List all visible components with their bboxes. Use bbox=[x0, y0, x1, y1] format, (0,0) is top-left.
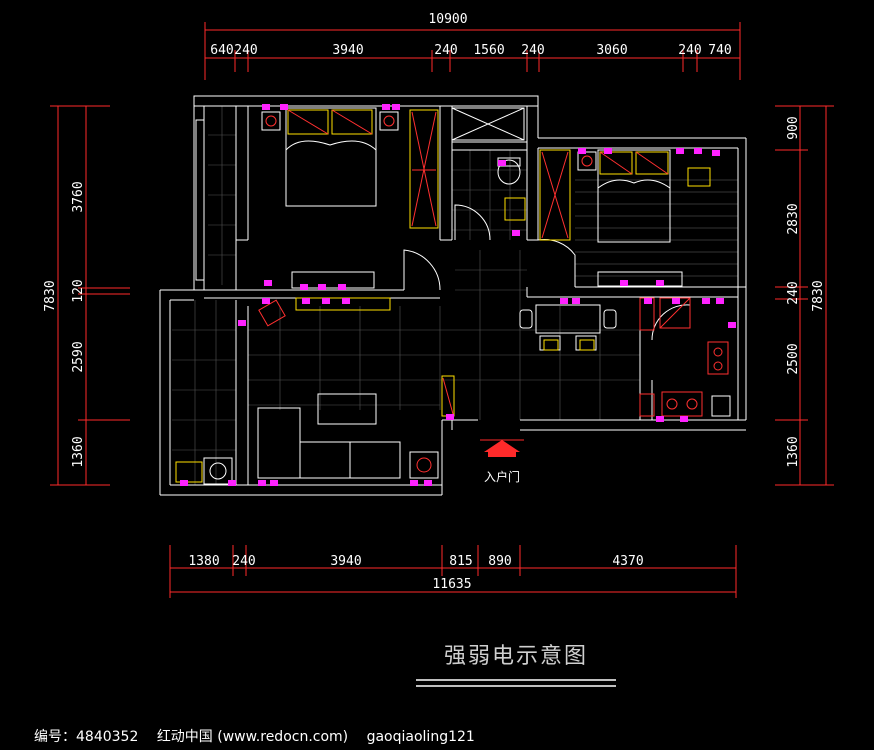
footer-watermark: 编号：4840352 红动中国 (www.redocn.com) gaoqiao… bbox=[34, 726, 489, 746]
bottom-dim-0: 1380 bbox=[188, 554, 219, 569]
left-dim-2: 2590 bbox=[71, 341, 86, 372]
floor-tile-grids bbox=[172, 106, 738, 485]
living-room-furniture bbox=[257, 297, 455, 479]
top-dimension-chain: 10900 640 240 3940 240 1560 240 3060 240… bbox=[204, 12, 741, 80]
bathroom-fixtures bbox=[451, 107, 526, 221]
footer-author: gaoqiaoling121 bbox=[366, 729, 475, 745]
right-dim-3: 2500 bbox=[786, 343, 801, 374]
kitchen-fixtures bbox=[639, 297, 731, 417]
footer-site: 红动中国 (www.redocn.com) bbox=[156, 729, 349, 745]
right-dim-4: 1360 bbox=[786, 436, 801, 467]
master-bedroom-furniture bbox=[261, 107, 439, 289]
left-dim-0: 3760 bbox=[71, 181, 86, 212]
top-dim-7: 240 bbox=[678, 43, 701, 58]
top-dim-0: 640 bbox=[210, 43, 233, 58]
right-dim-2: 240 bbox=[786, 281, 801, 304]
entry-door-label: 入户门 bbox=[484, 470, 521, 484]
diagram-title: 强弱电示意图 bbox=[444, 644, 589, 669]
entry-door-arrow-icon bbox=[480, 439, 524, 457]
top-dim-1: 240 bbox=[234, 43, 257, 58]
footer-id: 编号：4840352 bbox=[34, 729, 139, 745]
right-dim-1: 2830 bbox=[786, 203, 801, 234]
right-dimension-chain: 900 2830 240 2500 1360 7830 bbox=[775, 105, 834, 486]
bottom-dim-1: 240 bbox=[232, 554, 255, 569]
top-dim-3: 240 bbox=[434, 43, 457, 58]
title-underline-top bbox=[416, 679, 616, 681]
top-dim-5: 240 bbox=[521, 43, 544, 58]
left-dim-3: 1360 bbox=[71, 436, 86, 467]
top-dim-4: 1560 bbox=[473, 43, 504, 58]
bottom-dim-3: 815 bbox=[449, 554, 472, 569]
left-dim-1: 120 bbox=[71, 279, 86, 302]
bottom-dim-2: 3940 bbox=[330, 554, 361, 569]
walls bbox=[159, 95, 747, 496]
balcony-fixtures bbox=[175, 119, 233, 485]
bottom-total-dim: 11635 bbox=[432, 577, 471, 592]
top-dim-6: 3060 bbox=[596, 43, 627, 58]
bottom-dimension-chain: 1380 240 3940 815 890 4370 11635 bbox=[169, 545, 737, 598]
bottom-dim-4: 890 bbox=[488, 554, 511, 569]
bottom-dim-5: 4370 bbox=[612, 554, 643, 569]
dining-furniture bbox=[519, 304, 617, 351]
title-underline-bottom bbox=[416, 685, 616, 687]
top-total-dim: 10900 bbox=[428, 12, 467, 27]
left-dimension-chain: 7830 3760 120 2590 1360 bbox=[43, 105, 130, 486]
left-total-dim: 7830 bbox=[43, 280, 58, 311]
electrical-socket-markers bbox=[180, 104, 736, 486]
top-dim-8: 740 bbox=[708, 43, 731, 58]
right-total-dim: 7830 bbox=[811, 280, 826, 311]
second-bedroom-furniture bbox=[539, 149, 711, 287]
right-dim-0: 900 bbox=[786, 116, 801, 139]
top-dim-2: 3940 bbox=[332, 43, 363, 58]
